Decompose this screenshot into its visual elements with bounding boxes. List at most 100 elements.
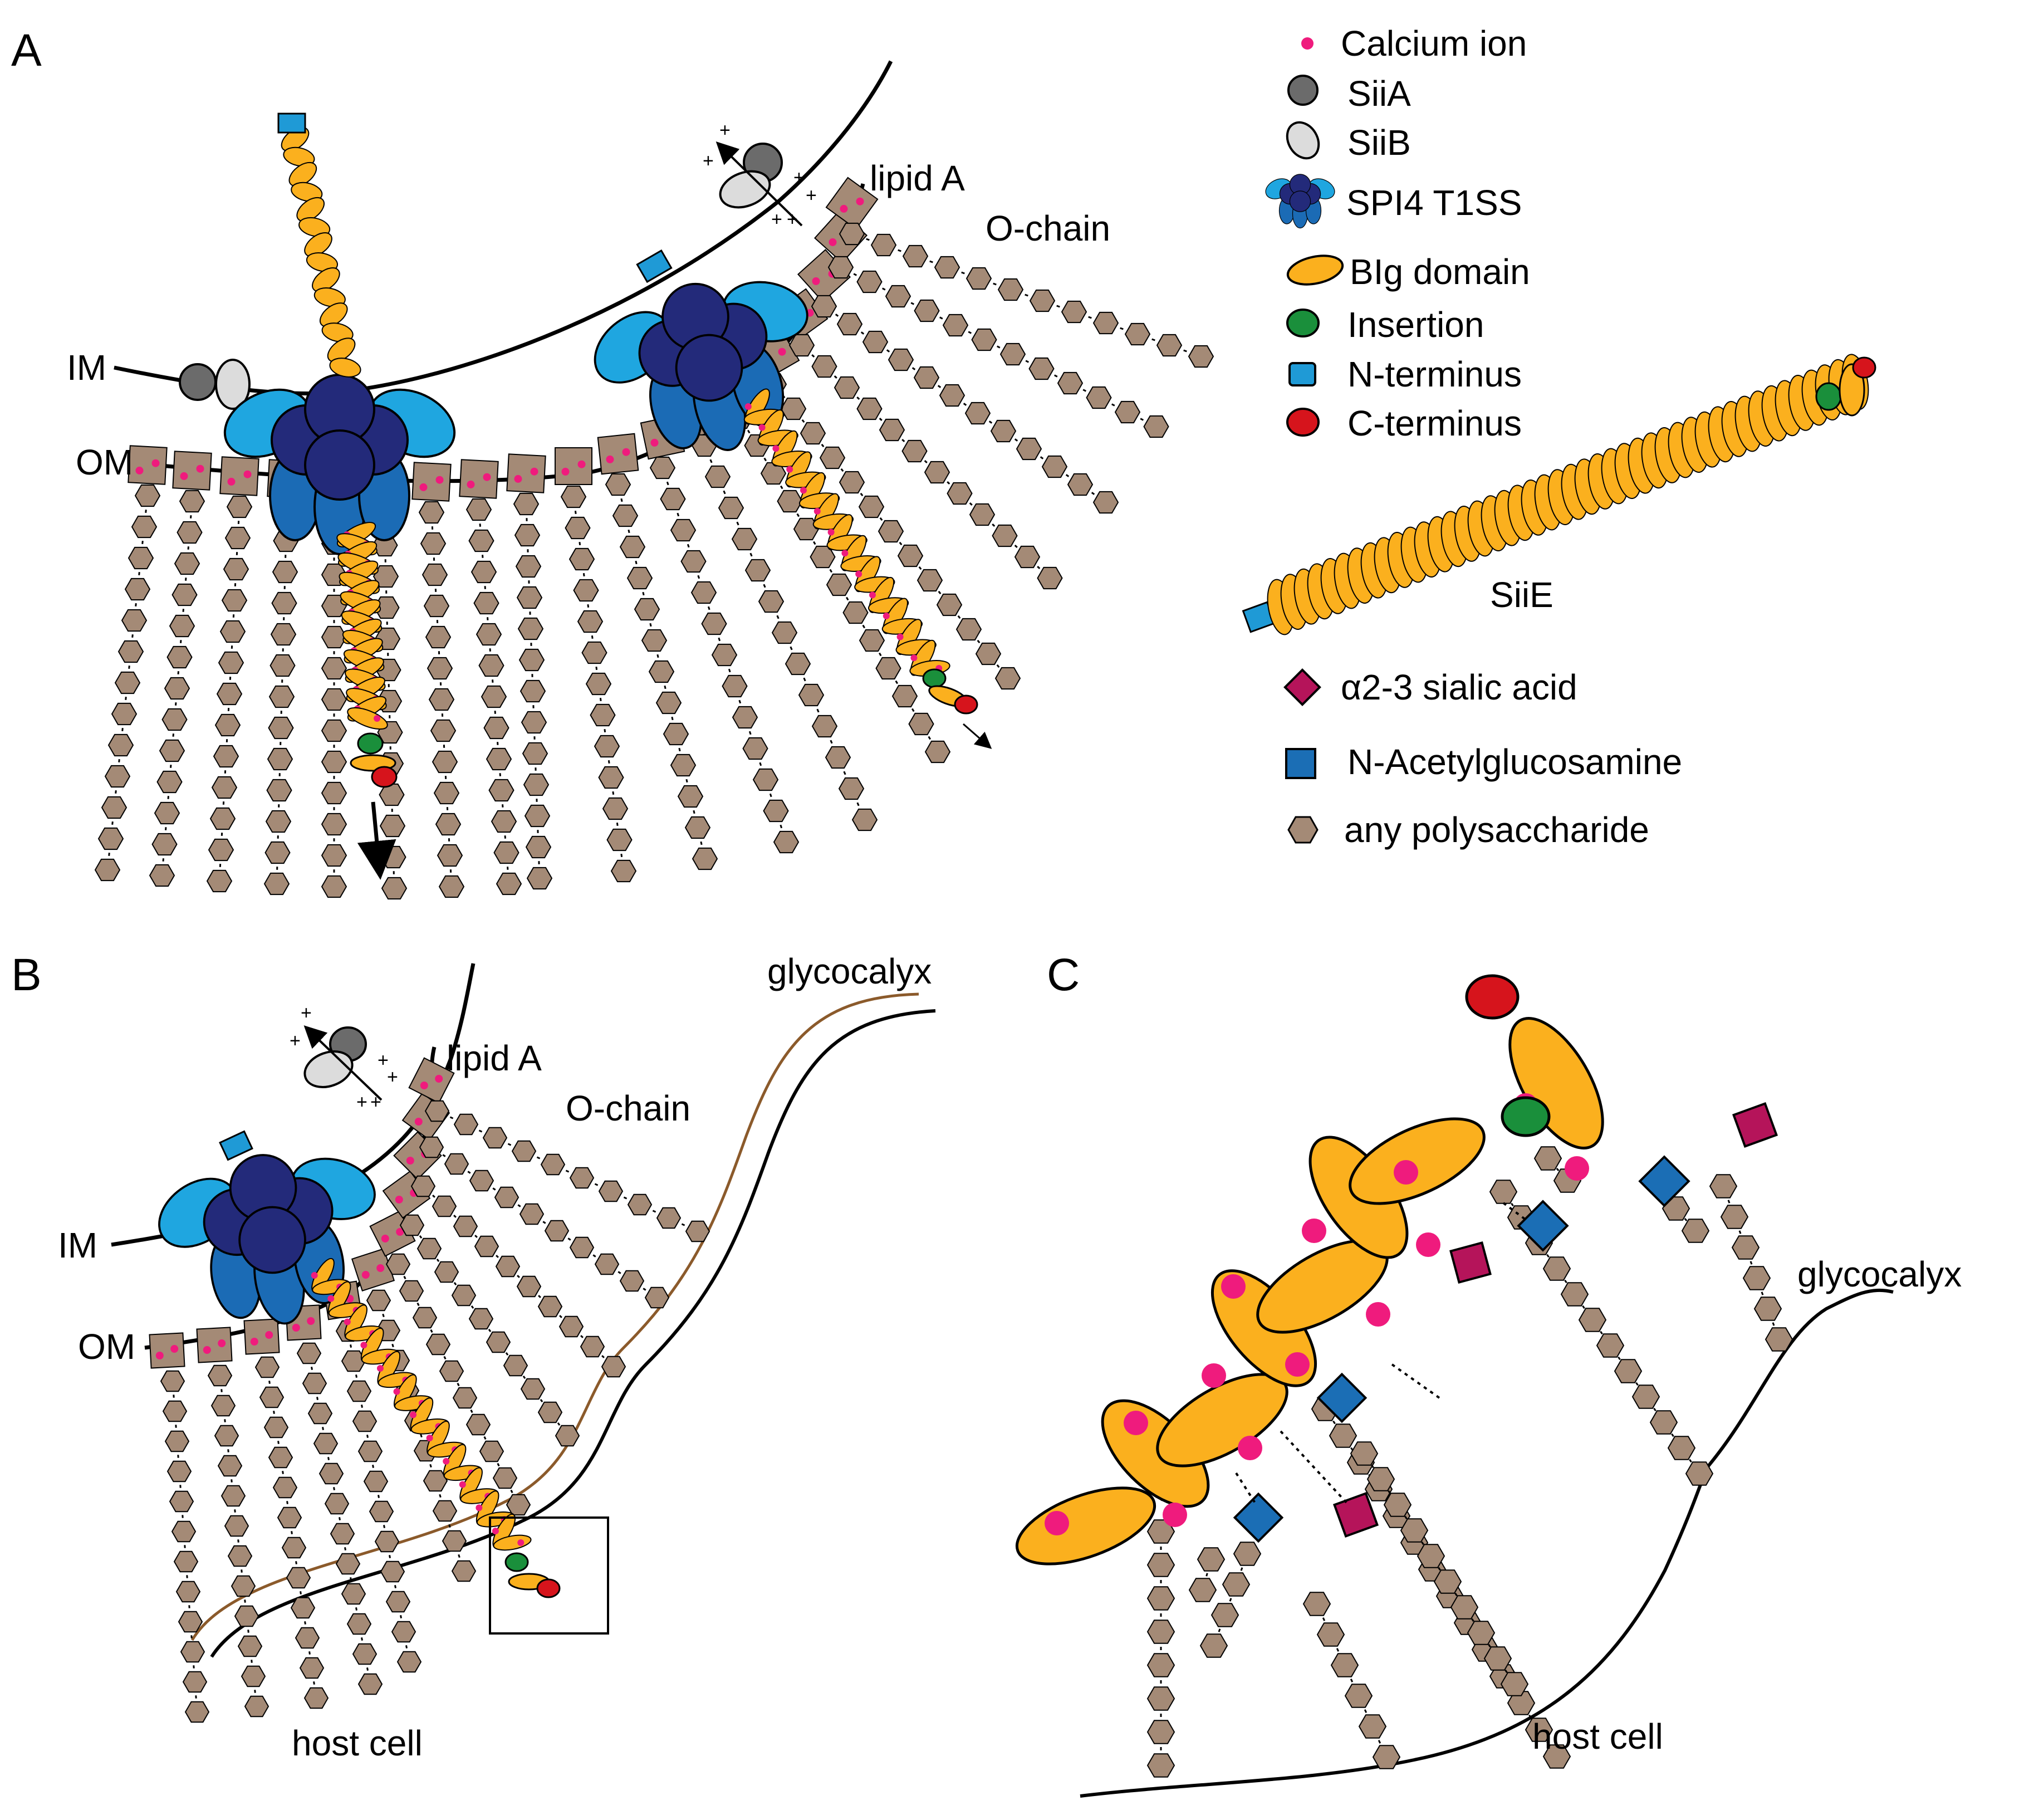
a-o-chain-sugar: [1086, 386, 1112, 409]
b-o-chain-sugar: [506, 1494, 531, 1516]
a-o-chain-link: [108, 853, 110, 856]
b-o-chain-sugar: [184, 1701, 210, 1723]
b-o-chain-link: [391, 1343, 394, 1348]
b-o-chain-sugar: [569, 1236, 595, 1259]
c-glycan-link: [1684, 1218, 1688, 1221]
b-lipid: [149, 1332, 185, 1369]
siie-om-coil-a2: [743, 388, 978, 715]
a-o-chain-sugar: [519, 679, 546, 703]
b-o-chain-link: [643, 1288, 646, 1291]
a-o-chain-sugar: [496, 872, 522, 896]
a-calcium: [419, 483, 428, 491]
b-o-chain-link: [439, 1494, 442, 1498]
svg-text:+: +: [356, 1092, 367, 1113]
b-o-chain-link: [286, 1501, 288, 1504]
a-o-chain-link: [911, 708, 915, 712]
a-o-chain-link: [992, 524, 996, 527]
b-o-chain-link: [405, 1645, 408, 1648]
a-o-chain-sugar: [263, 872, 290, 896]
charge-marks-b: ++ ++ ++: [290, 1002, 398, 1113]
a-o-chain-sugar: [947, 482, 973, 505]
a-o-chain-sugar: [718, 496, 744, 520]
b-o-chain-link: [471, 1305, 474, 1309]
t1ss-dark-subunit: [1289, 190, 1311, 212]
a-o-chain-sugar: [321, 719, 347, 742]
a-o-chain-sugar: [879, 418, 905, 442]
c-glycan-link: [1421, 1541, 1424, 1545]
a-o-chain-sugar: [471, 560, 497, 584]
svg-text:+: +: [703, 150, 714, 172]
b-o-chain-link: [507, 1143, 512, 1146]
a-calcium: [435, 476, 444, 484]
a-o-chain-link: [620, 854, 623, 857]
b-o-chain-link: [652, 1210, 656, 1213]
c-glycan-sugar: [1753, 1296, 1782, 1321]
c-glycan-sugar: [1417, 1544, 1445, 1568]
c-glycan-link: [1600, 1330, 1603, 1335]
a-o-chain-sugar: [811, 715, 838, 738]
o-chains-a: [94, 222, 1214, 900]
b-o-chain-link: [592, 1254, 596, 1258]
a-o-chain-sugar: [379, 783, 405, 806]
a-o-chain-sugar: [888, 348, 914, 371]
b-o-chain-sugar: [479, 1440, 504, 1462]
a-o-chain-link: [1120, 327, 1124, 330]
c-glycan-link: [1471, 1618, 1474, 1622]
c-glycan-sugar: [1146, 1553, 1175, 1577]
b-o-chain-link: [268, 1381, 271, 1384]
a-o-chain-sugar: [97, 827, 124, 850]
b-o-chain-sugar: [601, 1356, 626, 1378]
a-o-chain-link: [812, 541, 816, 545]
a-o-chain-sugar: [838, 777, 865, 800]
a-o-chain-sugar: [513, 492, 540, 516]
b-down-calcium: [376, 1364, 384, 1372]
a-o-chain-link: [121, 728, 124, 731]
b-o-chain-link: [432, 1195, 435, 1198]
a-o-chain-sugar: [428, 688, 455, 711]
a-o-chain-sugar: [590, 703, 616, 727]
c-binding-contact: [1391, 1363, 1440, 1399]
a-lipid: [128, 445, 168, 485]
a-lipid: [555, 447, 592, 485]
c-binding-contact: [1235, 1472, 1257, 1505]
a-o-chain-link: [759, 762, 762, 766]
b-o-chain-link: [442, 1154, 446, 1157]
b-calcium: [307, 1317, 315, 1325]
a-o-chain-sugar: [321, 875, 347, 898]
siie-extracellular-coil-a: [281, 126, 361, 378]
a-o-chain-sugar: [1188, 345, 1214, 368]
b-o-chain-link: [394, 1585, 396, 1588]
a-o-chain-link: [996, 345, 1001, 349]
legend-calcium-swatch: [1301, 37, 1314, 50]
b-o-chain-link: [344, 1547, 346, 1550]
svg-text:+: +: [290, 1030, 301, 1051]
c-glycan-link: [1332, 1420, 1336, 1425]
a-o-chain-sugar: [1092, 311, 1119, 335]
c-glcnac: [1517, 1200, 1569, 1252]
c-glycan-link: [1504, 1669, 1508, 1674]
a-calcium: [812, 277, 820, 285]
b-o-chain-link: [565, 1170, 570, 1173]
c-glycan-sugar: [1146, 1720, 1175, 1744]
a-o-chain-link: [700, 841, 703, 845]
b-o-chain-sugar: [385, 1591, 411, 1613]
a-o-chain-sugar: [997, 278, 1024, 301]
a-up-big-domain: [319, 302, 348, 327]
a-o-chain-sugar: [964, 402, 991, 425]
siie-rod-terminal-big: [1839, 363, 1865, 417]
b-o-chain-link: [436, 1259, 440, 1262]
c-glycan-sugar: [1400, 1518, 1429, 1543]
b-o-chain-link: [453, 1282, 457, 1285]
siib-arrow-a2: [715, 141, 803, 227]
t1ss-b: [158, 1154, 376, 1325]
a-o-chain-link: [612, 791, 615, 795]
a-o-chain-link: [1091, 492, 1095, 495]
b-o-chain-link: [333, 1487, 335, 1490]
b-o-chain-link: [420, 1434, 423, 1438]
a-o-chain-sugar: [969, 503, 996, 526]
a-down2-cterm: [954, 694, 978, 715]
a-o-chain-sugar: [670, 518, 697, 542]
c-glycan-sugar: [1489, 1180, 1518, 1204]
b-o-chain-link: [403, 1275, 406, 1280]
